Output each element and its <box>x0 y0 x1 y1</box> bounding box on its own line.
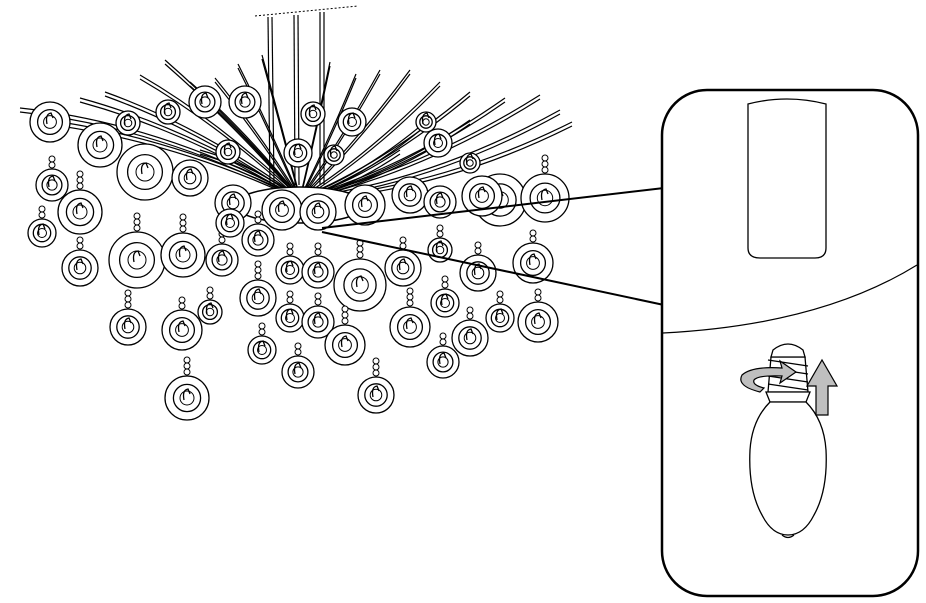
socket-icon <box>747 98 827 259</box>
crystal-pendant <box>357 357 395 414</box>
crystal-pendant <box>451 306 489 357</box>
crystal-pendant <box>197 286 223 325</box>
arrow-up-icon <box>805 358 839 416</box>
crystal-pendant <box>155 99 181 125</box>
crystal-pendant <box>188 85 222 119</box>
ceiling-line <box>254 5 359 17</box>
crystal-pendant <box>275 242 305 285</box>
crystal-pendant <box>423 128 453 158</box>
crystal-pendant <box>300 101 326 127</box>
crystal-pendant <box>323 144 345 166</box>
crystal-pendants <box>27 85 570 421</box>
detail-panel <box>660 88 920 598</box>
crystal-pendant <box>459 241 497 292</box>
crystal-pendant <box>215 139 241 165</box>
crystal-pendant <box>241 210 275 257</box>
crystal-pendant <box>461 175 503 217</box>
crystal-pendant <box>57 170 103 235</box>
crystal-pendant <box>116 143 174 201</box>
crystal-pendant <box>205 230 239 277</box>
crystal-pendant <box>430 275 460 318</box>
crystal-pendant <box>161 296 203 351</box>
crystal-pendant <box>215 208 245 238</box>
crystal-pendant <box>485 290 515 333</box>
crystal-pendant <box>275 290 305 333</box>
crystal-pendant <box>426 332 460 379</box>
crystal-pendant <box>77 122 123 168</box>
crystal-pendant <box>517 288 559 343</box>
crystal-pendant <box>281 342 315 389</box>
crystal-pendant <box>164 356 210 421</box>
crystal-pendant <box>520 154 570 223</box>
crystal-pendant <box>261 189 303 231</box>
crystal-pendant <box>423 185 457 219</box>
crystal-pendant <box>160 213 206 278</box>
suspension-rods <box>267 12 325 186</box>
crystal-pendant <box>333 239 387 312</box>
crystal-pendant <box>391 176 429 214</box>
crystal-pendant <box>299 193 337 231</box>
crystal-pendant <box>228 85 262 119</box>
candle-bulb-icon <box>749 343 827 539</box>
crystal-pendant <box>115 110 141 136</box>
crystal-pendant <box>171 159 209 197</box>
crystal-pendant <box>61 236 99 287</box>
rotate-arrow-icon <box>740 359 798 393</box>
crystal-pendant <box>301 242 335 289</box>
crystal-pendant <box>29 101 71 143</box>
crystal-pendant <box>108 212 166 289</box>
crystal-pendant <box>324 305 366 366</box>
detail-panel-frame <box>660 88 920 598</box>
crystal-pendant <box>239 260 277 317</box>
chandelier-arms <box>19 54 573 201</box>
crystal-pendant <box>384 236 422 287</box>
panel-divider <box>662 264 918 334</box>
crystal-pendant <box>344 184 386 226</box>
crystal-pendant <box>301 292 335 339</box>
crystal-pendant <box>109 289 147 346</box>
crystal-pendant <box>247 322 277 365</box>
crystal-pendant <box>512 229 554 284</box>
crystal-pendant <box>389 287 431 348</box>
callout-lines <box>321 187 665 306</box>
crystal-pendant <box>35 155 69 202</box>
crystal-pendant <box>415 111 437 133</box>
crystal-pendant <box>459 152 481 174</box>
crystal-pendant <box>27 205 57 248</box>
crystal-pendant <box>337 107 367 137</box>
crystal-pendant <box>283 138 313 168</box>
